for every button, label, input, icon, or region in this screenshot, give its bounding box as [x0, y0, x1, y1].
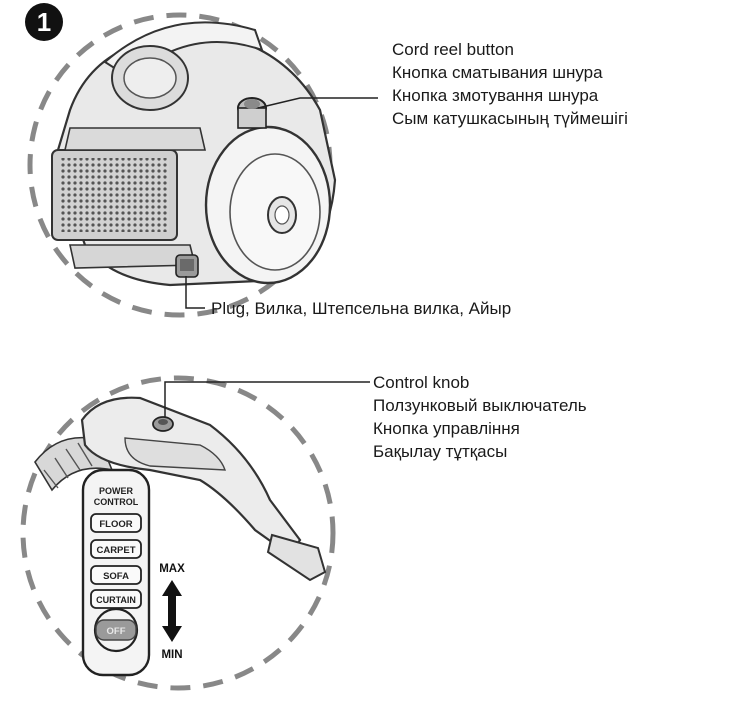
panel-title-line1: POWER [99, 486, 134, 496]
plug [175, 254, 199, 278]
control-knob-label-uk: Кнопка управління [373, 419, 520, 438]
panel-title-line2: CONTROL [94, 497, 139, 507]
setting-curtain: CURTAIN [96, 595, 136, 605]
double-arrow-icon [162, 580, 182, 642]
cord-reel-label-en: Cord reel button [392, 40, 514, 59]
cord-reel-button [237, 97, 267, 129]
setting-floor: FLOOR [99, 519, 132, 530]
cord-reel-leader [257, 97, 378, 109]
control-knob-callout: Control knob Ползунковый выключатель Кно… [373, 371, 587, 463]
rear-wheel [204, 125, 332, 285]
setting-carpet: CARPET [96, 545, 135, 556]
slider-knob-off [95, 619, 137, 641]
step-badge: 1 [25, 3, 63, 41]
handle-detail: POWER CONTROL FLOOR CARPET SOFA CURTAIN … [20, 375, 336, 691]
control-knob-label-ru: Ползунковый выключатель [373, 396, 587, 415]
vacuum-body-detail [27, 12, 337, 318]
control-knob-leader [164, 381, 370, 417]
cord-reel-label-kk: Сым катушкасының түймешігі [392, 109, 628, 128]
cord-reel-label-uk: Кнопка змотування шнура [392, 86, 599, 105]
plug-leader [185, 276, 205, 309]
power-control-panel: POWER CONTROL FLOOR CARPET SOFA CURTAIN … [81, 468, 151, 677]
control-knob [152, 416, 174, 432]
min-label: MIN [161, 649, 182, 661]
plug-label: Plug, Вилка, Штепсельна вилка, Айыр [211, 299, 512, 318]
max-min-indicator: MAX MIN [159, 563, 185, 661]
front-grille [51, 149, 178, 241]
cord-reel-label-ru: Кнопка сматывания шнура [392, 63, 603, 82]
max-label: MAX [159, 563, 185, 575]
wand-tube [266, 533, 327, 582]
setting-sofa: SOFA [103, 571, 129, 582]
control-knob-label-en: Control knob [373, 373, 470, 392]
slider-ring [93, 607, 139, 653]
control-knob-label-kk: Бақылау тұтқасы [373, 442, 508, 461]
detail-circle-bottom [20, 375, 336, 691]
cord-reel-callout: Cord reel button Кнопка сматывания шнура… [392, 38, 628, 130]
setting-off: OFF [107, 626, 126, 637]
step-number: 1 [37, 7, 51, 37]
